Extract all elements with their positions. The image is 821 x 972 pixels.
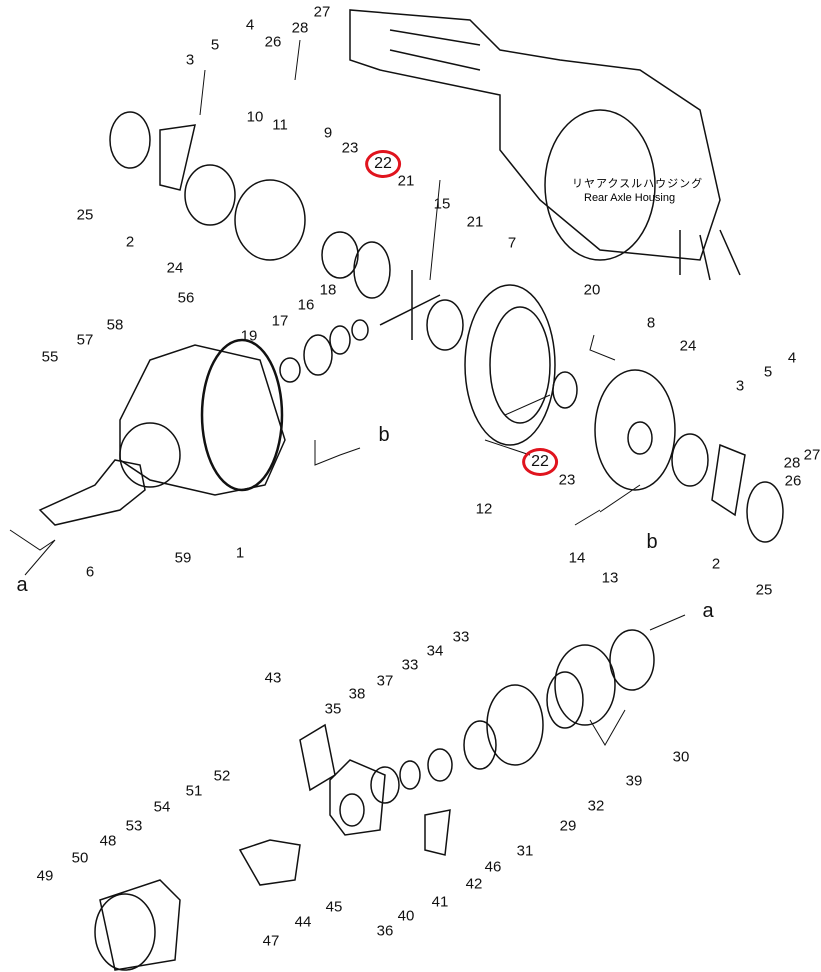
highlighted-callout: 22	[365, 150, 401, 178]
callout: a	[16, 574, 28, 596]
input-shaft-assembly	[94, 629, 655, 971]
callout: 34	[426, 642, 444, 660]
callout: 23	[341, 139, 359, 157]
callout: 54	[153, 798, 171, 816]
callout: 21	[466, 213, 484, 231]
differential-case	[119, 338, 286, 496]
leader-lines	[9, 39, 686, 746]
callout: 4	[245, 16, 255, 34]
callout: 24	[679, 337, 697, 355]
housing-label-jp: リヤアクスルハウジング	[572, 178, 704, 190]
callout: 43	[264, 669, 282, 687]
callout: 20	[583, 281, 601, 299]
callout: 50	[71, 849, 89, 867]
callout: 10	[246, 108, 264, 126]
callout: 3	[735, 377, 745, 395]
callout: 26	[784, 472, 802, 490]
ring-gear	[464, 284, 556, 446]
callout: 11	[272, 116, 288, 134]
callout: 25	[755, 581, 773, 599]
callout: 2	[125, 233, 135, 251]
callout: 32	[587, 797, 605, 815]
callout: 31	[516, 842, 534, 860]
callout: 18	[319, 281, 337, 299]
callout: 5	[210, 36, 220, 54]
callout: 15	[433, 195, 451, 213]
diff-carrier	[109, 111, 784, 543]
callout: 19	[240, 327, 258, 345]
callout: 28	[783, 454, 801, 472]
callout: 29	[559, 817, 577, 835]
callout: 9	[323, 124, 333, 142]
callout: 2	[711, 555, 721, 573]
callout: 3	[185, 51, 195, 69]
callout: 5	[763, 363, 773, 381]
callout: b	[378, 424, 390, 446]
callout: 6	[85, 563, 95, 581]
callout: 53	[125, 817, 143, 835]
callout: 7	[507, 234, 517, 252]
callout: 39	[625, 772, 643, 790]
callout: 52	[213, 767, 231, 785]
callout: 44	[294, 913, 312, 931]
callout: 40	[397, 907, 415, 925]
callout: 36	[376, 922, 394, 940]
callout: 56	[177, 289, 195, 307]
callout: b	[646, 531, 658, 553]
callout: 21	[397, 172, 415, 190]
callout: 49	[36, 867, 54, 885]
callout: 14	[568, 549, 586, 567]
spider-gears	[279, 231, 578, 409]
callout: 42	[465, 875, 483, 893]
callout: 8	[646, 314, 656, 332]
callout: 51	[185, 782, 203, 800]
callout: 55	[41, 348, 59, 366]
callout: 13	[601, 569, 619, 587]
callout: 24	[166, 259, 184, 277]
callout: 41	[431, 893, 449, 911]
callout: 47	[262, 932, 280, 950]
callout: 37	[376, 672, 394, 690]
callout: 1	[235, 544, 245, 562]
callout: 30	[672, 748, 690, 766]
highlighted-callout: 22	[522, 448, 558, 476]
callout: 26	[264, 33, 282, 51]
callout: 27	[313, 3, 331, 21]
callout: 48	[99, 832, 117, 850]
callout: 27	[803, 446, 821, 464]
callout: 46	[484, 858, 502, 876]
callout: 12	[475, 500, 493, 518]
rear-axle-housing	[349, 9, 741, 281]
callout: 16	[297, 296, 315, 314]
callout: 35	[324, 700, 342, 718]
callout: 17	[271, 312, 289, 330]
callout: 23	[558, 471, 576, 489]
callout: 33	[401, 656, 419, 674]
pinion-gear	[38, 459, 146, 526]
callout: 57	[76, 331, 94, 349]
callout: 38	[348, 685, 366, 703]
callout: 59	[174, 549, 192, 567]
callout: 45	[325, 898, 343, 916]
callout: 4	[787, 349, 797, 367]
callout: 25	[76, 206, 94, 224]
callout: 58	[106, 316, 124, 334]
callout: a	[702, 600, 714, 622]
callout: 28	[291, 19, 309, 37]
housing-label-en: Rear Axle Housing	[584, 192, 676, 204]
callout: 33	[452, 628, 470, 646]
